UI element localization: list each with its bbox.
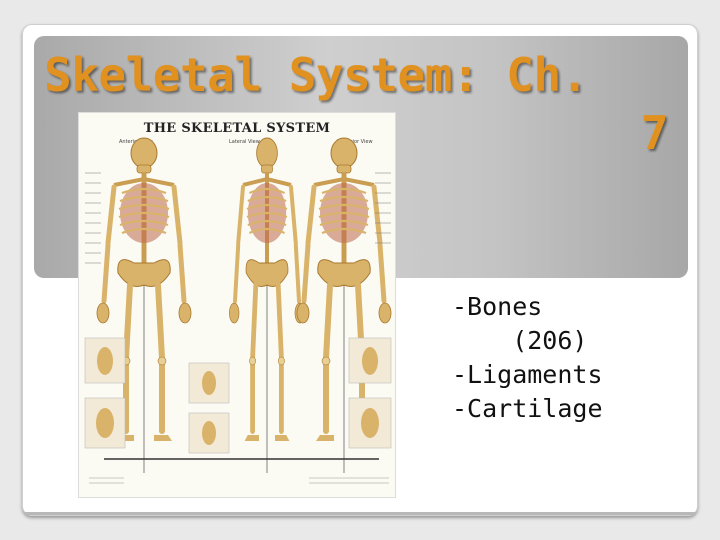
bullet-bones-count: (206) xyxy=(452,326,588,355)
bullet-ligaments: -Ligaments xyxy=(452,360,603,389)
poster-view-label-posterior: Posterior View xyxy=(337,139,373,145)
bullet-bones: -Bones xyxy=(452,292,543,321)
slide-bottom-divider xyxy=(24,512,696,515)
bullet-cartilage: -Cartilage xyxy=(452,394,603,423)
slide-title-line-1: Skeletal System: Ch. xyxy=(44,48,588,102)
slide-title: Skeletal System: Ch. 7 xyxy=(44,46,669,162)
poster-title: THE SKELETAL SYSTEM xyxy=(143,121,331,136)
slide-title-line-2: 7 xyxy=(640,106,669,160)
bullet-list: -Bones (206) -Ligaments -Cartilage xyxy=(452,290,603,426)
poster-view-label-lateral: Lateral View xyxy=(229,139,260,145)
skeleton-poster-image: THE SKELETAL SYSTEM Anterior View Latera… xyxy=(78,112,396,498)
skeleton-illustration xyxy=(84,113,396,484)
